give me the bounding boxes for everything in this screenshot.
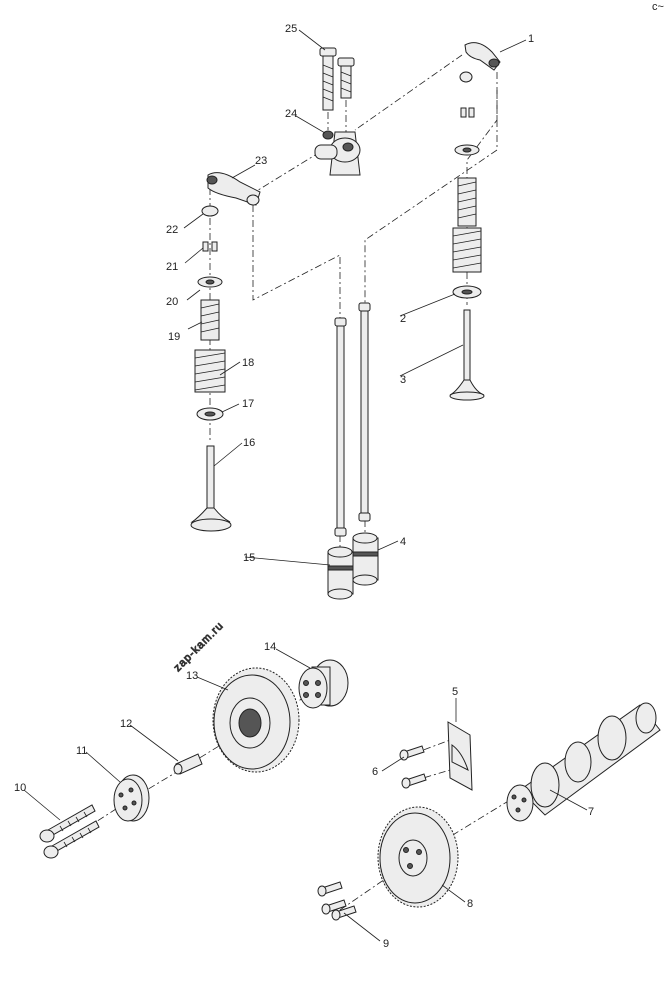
thrust-plate-11 [113, 774, 150, 822]
callout-1: 1 [528, 33, 534, 45]
right-inner-spring [457, 177, 477, 227]
callout-5: 5 [452, 686, 458, 698]
valve-keepers-21 [202, 241, 218, 252]
right-spring-retainer [454, 144, 480, 156]
callout-24: 24 [285, 108, 297, 120]
callout-labels: 1 2 3 4 5 6 7 8 9 10 11 12 13 14 15 16 1… [14, 23, 594, 950]
inner-spring-19 [200, 299, 220, 341]
right-valve-keepers [460, 107, 475, 118]
valve-16 [190, 445, 232, 532]
callout-20: 20 [166, 296, 178, 308]
callout-10: 10 [14, 782, 26, 794]
spring-retainer-20 [197, 276, 223, 288]
callout-17: 17 [242, 398, 254, 410]
valve-3 [449, 309, 485, 401]
callout-14: 14 [264, 641, 276, 653]
hub-14 [298, 659, 349, 709]
push-rod-left [334, 317, 347, 537]
thrust-plate-5 [447, 721, 473, 791]
camshaft-gear-8 [377, 806, 459, 908]
callout-13: 13 [186, 670, 198, 682]
idler-gear-13 [212, 667, 300, 773]
callout-12: 12 [120, 718, 132, 730]
rocker-shaft-bracket-24 [314, 130, 361, 176]
push-rod-right [358, 302, 371, 522]
rocker-arm-1 [459, 42, 501, 83]
valve-cap-22 [201, 205, 219, 217]
callout-16: 16 [243, 437, 255, 449]
callout-4: 4 [400, 536, 406, 548]
watermark: zap-kam.ru [172, 620, 226, 674]
screws-6 [399, 745, 427, 789]
outer-spring-18 [194, 349, 226, 393]
camshaft-7 [506, 702, 661, 822]
callout-8: 8 [467, 898, 473, 910]
callout-9: 9 [383, 938, 389, 950]
bolt-25-right [337, 57, 355, 99]
rocker-arm-23 [206, 172, 261, 206]
right-outer-spring [452, 227, 482, 273]
callout-6: 6 [372, 766, 378, 778]
callout-23: 23 [255, 155, 267, 167]
tappet-4 [352, 532, 379, 586]
callout-7: 7 [588, 806, 594, 818]
callout-18: 18 [242, 357, 254, 369]
callout-25: 25 [285, 23, 297, 35]
callout-22: 22 [166, 224, 178, 236]
corner-mark: c~ [652, 1, 664, 13]
leader-lines [23, 29, 588, 942]
bolt-25-left [319, 47, 337, 111]
spring-seat-17 [196, 407, 224, 421]
right-spring-seat-2 [452, 285, 482, 299]
pin-12 [173, 753, 203, 775]
screws-9 [317, 881, 357, 921]
callout-3: 3 [400, 374, 406, 386]
bolts-10 [39, 804, 100, 859]
callout-11: 11 [76, 745, 87, 757]
callout-21: 21 [166, 261, 178, 273]
callout-2: 2 [400, 313, 406, 325]
callout-15: 15 [243, 552, 255, 564]
tappet-15 [327, 546, 354, 600]
callout-19: 19 [168, 331, 180, 343]
